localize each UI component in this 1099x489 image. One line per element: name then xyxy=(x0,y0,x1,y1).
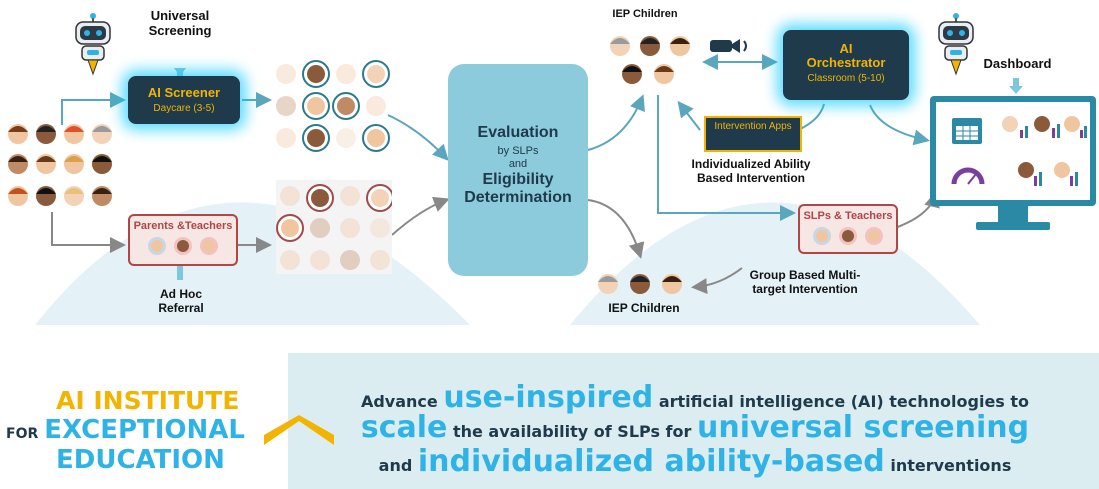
referred-children xyxy=(276,180,392,274)
child-face-icon xyxy=(8,124,28,144)
determination-label: Determination xyxy=(464,189,572,206)
eligibility-label: Eligibility xyxy=(482,171,554,188)
ai-screener-title: AI Screener xyxy=(147,85,221,100)
mission-highlight-use-inspired: use-inspired xyxy=(443,380,654,415)
mission-highlight-individualized: individualized ability-based xyxy=(417,444,885,479)
mission-line2: scale the availability of SLPs for unive… xyxy=(300,410,1090,445)
child-face-icon xyxy=(36,124,56,144)
child-face-icon xyxy=(92,186,112,206)
intervention-apps-box: Intervention Apps xyxy=(704,116,802,152)
child-progress-icon xyxy=(1002,116,1028,138)
arrow-apps-to-iep xyxy=(677,100,701,131)
child-face-icon xyxy=(64,124,84,144)
mission-line2-mid: the availability of SLPs for xyxy=(452,422,692,441)
adult-faces xyxy=(130,235,236,257)
children-group-left xyxy=(8,124,112,206)
arrow-to-screener xyxy=(61,92,126,125)
iep-children-bottom-group xyxy=(598,274,682,294)
arrow-orchestrator-to-dashboard xyxy=(869,104,930,146)
logo-line2: EXCEPTIONAL xyxy=(44,415,245,445)
parents-teachers-box: Parents &Teachers xyxy=(128,214,238,266)
camera-icon xyxy=(710,39,747,53)
mission-line3: and individualized ability-based interve… xyxy=(300,444,1090,479)
dashboard-monitor-icon xyxy=(930,96,1096,230)
mission-line3-post: interventions xyxy=(890,456,1012,475)
dashboard-label: Dashboard xyxy=(983,56,1052,71)
adult-face-icon xyxy=(813,227,883,245)
arrow-to-evaluation xyxy=(387,114,449,161)
iep-children-top-group xyxy=(610,36,690,84)
arrow-group-to-iep xyxy=(691,267,743,295)
arrow-eval-to-iep xyxy=(587,94,645,151)
arrow-referred-to-eval xyxy=(391,196,450,236)
adult-face-icon xyxy=(148,237,218,255)
ai-screener-box: AI Screener Daycare (3-5) xyxy=(128,76,240,124)
intervention-apps-label: Intervention Apps xyxy=(714,121,792,132)
child-face-icon xyxy=(92,124,112,144)
child-face-icon xyxy=(64,186,84,206)
evaluation-title: Evaluation xyxy=(477,124,559,141)
child-progress-icon xyxy=(1034,116,1060,138)
child-progress-icon xyxy=(1054,162,1078,186)
parents-teachers-label: Parents &Teachers xyxy=(133,220,233,232)
mission-line1-pre: Advance xyxy=(360,392,438,411)
mission-line1-post: artificial intelligence (AI) technologie… xyxy=(658,392,1030,411)
mission-line1: Advance use-inspired artificial intellig… xyxy=(300,380,1090,415)
logo-for: FOR xyxy=(6,426,39,442)
robot-icon-right xyxy=(938,13,974,76)
slps-teachers-label: SLPs & Teachers xyxy=(803,210,893,222)
child-face-icon xyxy=(36,186,56,206)
slps-teachers-box: SLPs & Teachers xyxy=(798,204,898,254)
institute-logo: AI INSTITUTE FOR EXCEPTIONAL EDUCATION xyxy=(6,386,256,475)
screened-children xyxy=(276,60,390,152)
logo-line3: EDUCATION xyxy=(56,445,225,475)
iep-children-bottom-label: IEP Children xyxy=(608,301,680,315)
child-face-icon xyxy=(64,154,84,174)
child-progress-icon xyxy=(1064,116,1087,138)
child-face-icon xyxy=(36,154,56,174)
ad-hoc-label: Ad Hoc Referral xyxy=(158,287,204,316)
evaluation-by: by SLPs xyxy=(497,145,539,157)
mission-line3-pre: and xyxy=(378,456,413,475)
chevron-up-icon xyxy=(264,415,334,445)
ai-orchestrator-box: AI Orchestrator Classroom (5-10) xyxy=(783,30,909,100)
ai-orchestrator-subtitle: Classroom (5-10) xyxy=(807,72,885,84)
adult-faces-right xyxy=(800,225,896,247)
evaluation-box: Evaluation by SLPs and Eligibility Deter… xyxy=(448,64,588,276)
gauge-icon xyxy=(951,167,985,185)
child-progress-icon xyxy=(1018,162,1042,186)
arrow-to-parents xyxy=(51,212,126,253)
arrow-eval-to-group xyxy=(587,199,645,259)
group-based-label: Group Based Multi-target Intervention xyxy=(749,268,861,297)
calendar-icon xyxy=(952,118,982,144)
individualized-label: Individualized Ability Based Interventio… xyxy=(691,157,811,186)
mission-highlight-scale: scale xyxy=(360,410,448,445)
child-face-icon xyxy=(8,154,28,174)
mission-band xyxy=(288,353,1099,489)
evaluation-and: and xyxy=(508,158,528,170)
arrow-slps-to-dashboard xyxy=(894,191,940,229)
robot-icon xyxy=(75,13,111,76)
universal-screening-label: Universal Screening xyxy=(148,8,212,39)
ai-screener-subtitle: Daycare (3-5) xyxy=(153,103,215,114)
right-arch xyxy=(570,202,980,325)
child-face-icon xyxy=(8,186,28,206)
ai-orchestrator-title: AI Orchestrator xyxy=(806,41,886,71)
logo-line1: AI INSTITUTE xyxy=(56,386,240,415)
iep-children-top-label: IEP Children xyxy=(612,8,678,20)
mission-highlight-universal-screening: universal screening xyxy=(696,410,1030,445)
child-face-icon xyxy=(92,154,112,174)
arrow-iep-to-slps xyxy=(657,95,796,221)
